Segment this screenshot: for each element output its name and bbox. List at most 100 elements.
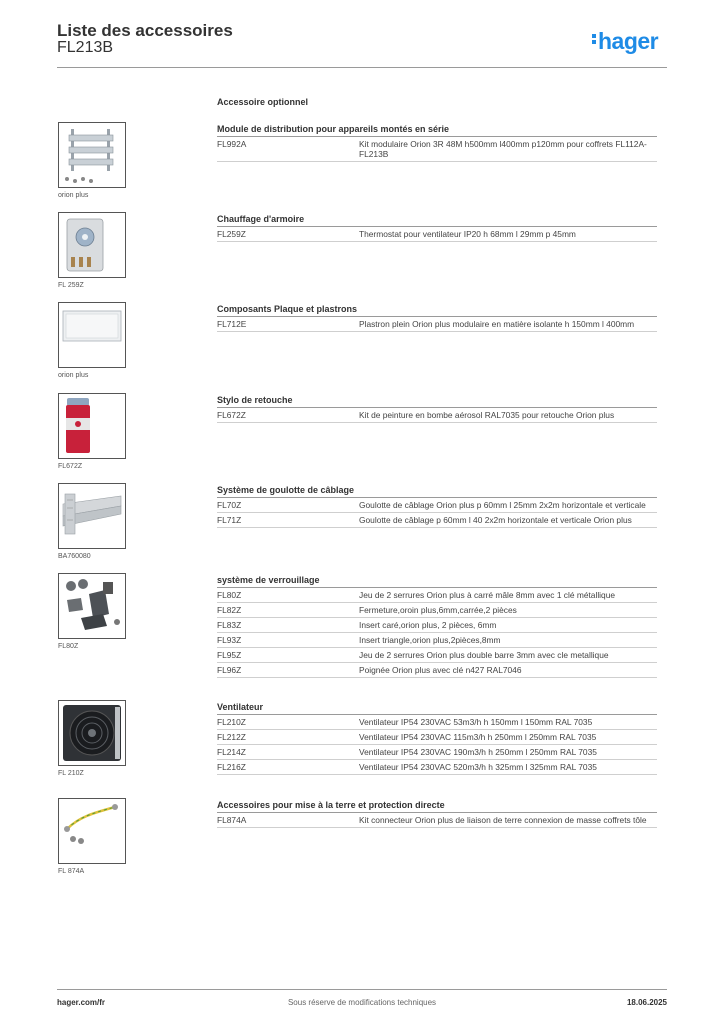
description-cell: Ventilateur IP54 230VAC 190m3/h h 250mm …	[359, 747, 597, 757]
reference-cell: FL992A	[217, 139, 247, 149]
accessory-table: FL210Z Ventilateur IP54 230VAC 53m3/h h …	[217, 715, 657, 775]
spray-can-icon	[66, 398, 90, 453]
table-row: FL216Z Ventilateur IP54 230VAC 520m3/h h…	[217, 760, 657, 775]
fan-icon	[63, 705, 121, 761]
product-image-caption: FL 874A	[58, 868, 85, 875]
description-cell: Fermeture,oroin plus,6mm,carrée,2 pièces	[359, 605, 517, 615]
table-row: FL70Z Goulotte de câblage Orion plus p 6…	[217, 498, 657, 513]
description-cell: Ventilateur IP54 230VAC 115m3/h h 250mm …	[359, 732, 597, 742]
description-cell: Ventilateur IP54 230VAC 53m3/h h 150mm l…	[359, 717, 593, 727]
reference-cell: FL672Z	[217, 410, 246, 420]
footer-notice: Sous réserve de modifications techniques	[287, 998, 437, 1007]
description-cell: Poignée Orion plus avec clé n427 RAL7046	[359, 665, 522, 675]
table-row: FL712E Plastron plein Orion plus modulai…	[217, 317, 657, 332]
page-title: Liste des accessoires	[57, 21, 233, 40]
header-divider	[57, 67, 667, 68]
table-row: FL93Z Insert triangle,orion plus,2pièces…	[217, 633, 657, 648]
group-heading: système de verrouillage	[217, 575, 657, 588]
earth-connector-icon	[64, 804, 118, 844]
table-row: FL259Z Thermostat pour ventilateur IP20 …	[217, 227, 657, 242]
description-cell: Jeu de 2 serrures Orion plus à carré mâl…	[359, 590, 616, 600]
group-heading: Module de distribution pour appareils mo…	[217, 124, 657, 137]
footer-divider	[57, 989, 667, 990]
table-row: FL80Z Jeu de 2 serrures Orion plus à car…	[217, 588, 657, 603]
product-image-lock-kit	[58, 573, 126, 639]
reference-cell: FL210Z	[217, 717, 246, 727]
logo-dots-icon	[592, 32, 596, 46]
reference-cell: FL259Z	[217, 229, 246, 239]
description-cell: Goulotte de câblage Orion plus p 60mm l …	[359, 500, 646, 510]
hager-logo: hager	[592, 28, 659, 55]
product-image-cable-duct	[58, 483, 126, 549]
accessory-table: FL259Z Thermostat pour ventilateur IP20 …	[217, 227, 657, 242]
table-row: FL83Z Insert caré,orion plus, 2 pièces, …	[217, 618, 657, 633]
description-cell: Goulotte de câblage p 60mm l 40 2x2m hor…	[359, 515, 632, 525]
group-heading: Système de goulotte de câblage	[217, 485, 657, 498]
description-cell: Kit modulaire Orion 3R 48M h500mm l400mm…	[359, 139, 647, 159]
product-reference: FL213B	[57, 39, 114, 56]
reference-cell: FL212Z	[217, 732, 246, 742]
reference-cell: FL712E	[217, 319, 247, 329]
section-label: Accessoire optionnel	[217, 97, 309, 107]
accessory-table: FL874A Kit connecteur Orion plus de liai…	[217, 813, 657, 828]
thermostat-icon	[66, 218, 104, 272]
accessory-table: FL712E Plastron plein Orion plus modulai…	[217, 317, 657, 332]
description-cell: Jeu de 2 serrures Orion plus double barr…	[359, 650, 609, 660]
description-cell: Thermostat pour ventilateur IP20 h 68mm …	[359, 229, 576, 239]
group-heading: Composants Plaque et plastrons	[217, 304, 657, 317]
reference-cell: FL93Z	[217, 635, 242, 645]
table-row: FL992A Kit modulaire Orion 3R 48M h500mm…	[217, 137, 657, 162]
product-image-earth-connector	[58, 798, 126, 864]
logo-text: hager	[598, 28, 659, 54]
table-row: FL95Z Jeu de 2 serrures Orion plus doubl…	[217, 648, 657, 663]
reference-cell: FL70Z	[217, 500, 242, 510]
product-image-distribution	[58, 122, 126, 188]
table-row: FL82Z Fermeture,oroin plus,6mm,carrée,2 …	[217, 603, 657, 618]
reference-cell: FL96Z	[217, 665, 242, 675]
footer-date: 18.06.2025	[626, 998, 667, 1007]
product-image-caption: FL 259Z	[58, 282, 84, 289]
table-row: FL214Z Ventilateur IP54 230VAC 190m3/h h…	[217, 745, 657, 760]
product-image-caption: BA760080	[58, 553, 91, 560]
description-cell: Kit de peinture en bombe aérosol RAL7035…	[359, 410, 615, 420]
table-row: FL71Z Goulotte de câblage p 60mm l 40 2x…	[217, 513, 657, 528]
reference-cell: FL214Z	[217, 747, 246, 757]
table-row: FL96Z Poignée Orion plus avec clé n427 R…	[217, 663, 657, 678]
group-heading: Chauffage d'armoire	[217, 214, 657, 227]
product-image-caption: FL672Z	[58, 463, 83, 470]
accessory-table: FL992A Kit modulaire Orion 3R 48M h500mm…	[217, 137, 657, 162]
lock-kit-icon	[66, 579, 120, 630]
reference-cell: FL82Z	[217, 605, 242, 615]
footer-website-link[interactable]: hager.com/fr	[57, 998, 106, 1007]
reference-cell: FL83Z	[217, 620, 242, 630]
table-row: FL672Z Kit de peinture en bombe aérosol …	[217, 408, 657, 423]
table-row: FL210Z Ventilateur IP54 230VAC 53m3/h h …	[217, 715, 657, 730]
product-image-plastron	[58, 302, 126, 368]
reference-cell: FL216Z	[217, 762, 246, 772]
description-cell: Insert caré,orion plus, 2 pièces, 6mm	[359, 620, 497, 630]
cable-duct-icon	[62, 493, 122, 535]
product-image-caption: orion plus	[58, 192, 89, 199]
table-row: FL212Z Ventilateur IP54 230VAC 115m3/h h…	[217, 730, 657, 745]
group-heading: Stylo de retouche	[217, 395, 657, 408]
reference-cell: FL80Z	[217, 590, 242, 600]
reference-cell: FL71Z	[217, 515, 242, 525]
distribution-module-icon	[65, 129, 114, 183]
product-image-caption: FL 210Z	[58, 770, 84, 777]
accessory-table: FL80Z Jeu de 2 serrures Orion plus à car…	[217, 588, 657, 678]
accessory-table: FL70Z Goulotte de câblage Orion plus p 6…	[217, 498, 657, 528]
description-cell: Plastron plein Orion plus modulaire en m…	[359, 319, 635, 329]
table-row: FL874A Kit connecteur Orion plus de liai…	[217, 813, 657, 828]
reference-cell: FL874A	[217, 815, 247, 825]
product-image-thermostat	[58, 212, 126, 278]
product-image-caption: orion plus	[58, 372, 89, 379]
description-cell: Kit connecteur Orion plus de liaison de …	[359, 815, 647, 825]
group-heading: Ventilateur	[217, 702, 657, 715]
description-cell: Insert triangle,orion plus,2pièces,8mm	[359, 635, 501, 645]
group-heading: Accessoires pour mise à la terre et prot…	[217, 800, 657, 813]
reference-cell: FL95Z	[217, 650, 242, 660]
plastron-icon	[62, 310, 122, 342]
product-image-spray	[58, 393, 126, 459]
description-cell: Ventilateur IP54 230VAC 520m3/h h 325mm …	[359, 762, 597, 772]
product-image-caption: FL80Z	[58, 643, 79, 650]
